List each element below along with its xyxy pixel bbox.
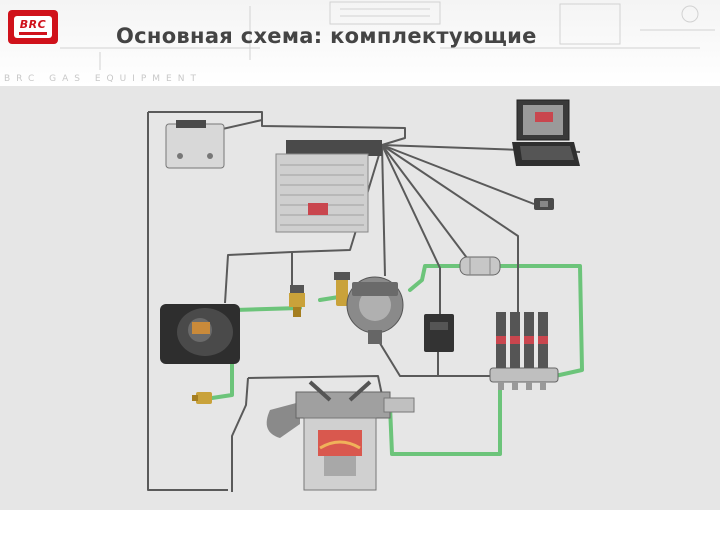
- header-blueprint-decoration: [60, 1, 715, 70]
- header-background: [0, 0, 720, 86]
- solenoid-valve-icon: [334, 272, 350, 306]
- diagram-panel: [0, 86, 720, 510]
- wire-to-filter: [381, 144, 471, 263]
- gas-line-return: [388, 382, 502, 456]
- laptop-icon: [512, 99, 580, 166]
- wire-to-switch: [381, 144, 441, 318]
- lpg-system-diagram: [147, 99, 584, 492]
- temp-sensor-icon: [289, 285, 305, 317]
- wire-to-injectors: [381, 144, 519, 312]
- gas-line-tank-filter: [233, 306, 302, 312]
- reducer-icon: [346, 276, 404, 344]
- logo-badge: BRC: [14, 16, 52, 38]
- gas-lines: [210, 264, 584, 456]
- brc-logo: BRC: [8, 10, 58, 44]
- map-sensor-icon: [534, 198, 554, 210]
- page-title: Основная схема: комплектующие: [116, 24, 537, 48]
- wire-left-loop: [147, 112, 228, 491]
- gas-line-to-rail: [498, 264, 584, 378]
- switch-icon: [424, 314, 454, 352]
- logo-underline: [19, 32, 47, 35]
- engine-icon: [266, 380, 415, 491]
- tank-icon: [160, 304, 240, 364]
- wire-to-map-sensor: [381, 144, 535, 205]
- sensor-icon: [165, 120, 225, 169]
- logo-text: BRC: [19, 18, 47, 31]
- refill-valve-icon: [192, 392, 212, 404]
- page-subtitle: BRC GAS EQUIPMENT: [4, 74, 202, 84]
- wire-top: [148, 111, 406, 146]
- wiring: [147, 111, 581, 492]
- ecu-icon: [275, 140, 382, 233]
- filter-icon: [459, 256, 501, 276]
- gas-line-reducer-out: [408, 264, 472, 292]
- injector-rail-icon: [489, 312, 559, 390]
